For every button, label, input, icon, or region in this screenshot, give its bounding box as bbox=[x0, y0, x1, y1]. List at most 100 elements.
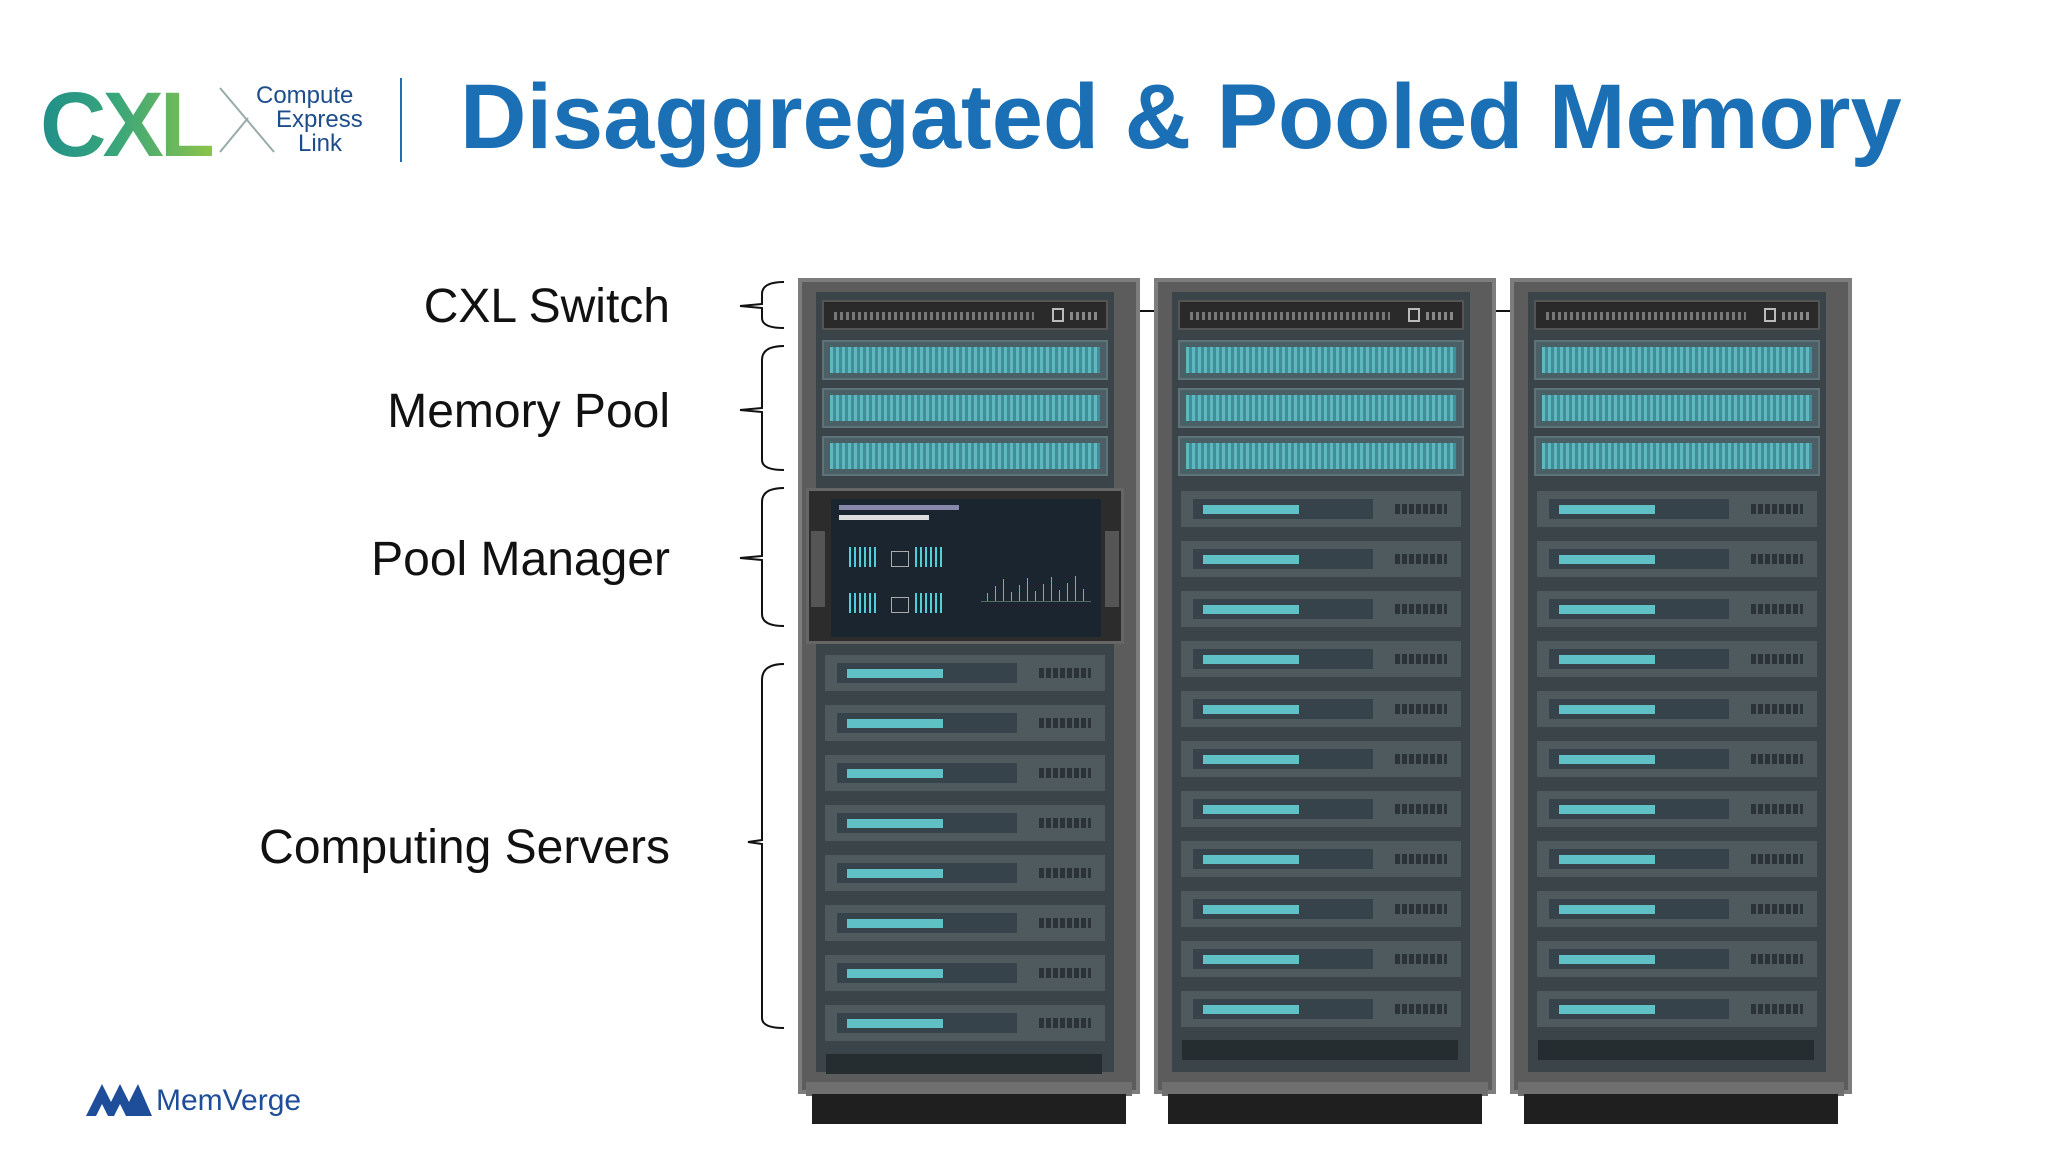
computing-server-unit bbox=[1178, 988, 1464, 1030]
screen-title bbox=[839, 515, 929, 520]
server-drive-bay bbox=[1193, 799, 1373, 819]
memory-pool-unit bbox=[1178, 340, 1464, 380]
computing-server-unit bbox=[1534, 538, 1820, 580]
header-divider bbox=[400, 78, 402, 162]
server-drive-bay bbox=[1549, 799, 1729, 819]
server-status-light bbox=[847, 869, 943, 878]
memory-pool-unit bbox=[1178, 436, 1464, 476]
computing-server-unit bbox=[822, 702, 1108, 744]
computing-server-unit bbox=[822, 852, 1108, 894]
memory-bar-group bbox=[915, 593, 945, 613]
memory-module-bank bbox=[1542, 347, 1812, 373]
server-status-light bbox=[1203, 655, 1299, 664]
server-status-light bbox=[1203, 605, 1299, 614]
memory-pool-unit bbox=[1178, 388, 1464, 428]
memory-pool-unit bbox=[1534, 436, 1820, 476]
server-vent bbox=[1751, 1004, 1803, 1014]
server-rack-3 bbox=[1510, 278, 1852, 1128]
server-status-light bbox=[1203, 905, 1299, 914]
rack-base bbox=[806, 1082, 1132, 1096]
server-vent bbox=[1751, 904, 1803, 914]
computing-server-unit bbox=[1178, 838, 1464, 880]
computing-server-unit bbox=[1178, 638, 1464, 680]
server-vent bbox=[1751, 954, 1803, 964]
server-vent bbox=[1751, 654, 1803, 664]
bracket-compute bbox=[747, 663, 785, 1029]
computing-server-unit bbox=[1534, 988, 1820, 1030]
pool-manager-monitor bbox=[806, 488, 1124, 644]
memory-bar-group bbox=[915, 547, 945, 567]
switch-port bbox=[1764, 308, 1776, 322]
cxl-switch-unit bbox=[822, 300, 1108, 330]
server-status-light bbox=[1203, 1005, 1299, 1014]
computing-server-unit bbox=[1178, 488, 1464, 530]
server-vent bbox=[1395, 904, 1447, 914]
pool-manager-screen bbox=[831, 499, 1101, 637]
server-status-light bbox=[1203, 505, 1299, 514]
label-computing-servers: Computing Servers bbox=[259, 821, 670, 874]
server-vent bbox=[1395, 1004, 1447, 1014]
server-vent bbox=[1395, 754, 1447, 764]
usage-spike bbox=[1059, 590, 1060, 601]
usage-spike bbox=[1035, 591, 1036, 601]
server-status-light bbox=[1559, 505, 1655, 514]
usage-spike bbox=[1019, 585, 1020, 601]
computing-server-unit bbox=[822, 652, 1108, 694]
server-drive-bay bbox=[1549, 699, 1729, 719]
cxl-logo-express: Express bbox=[276, 106, 363, 133]
server-status-light bbox=[1203, 805, 1299, 814]
label-memory-pool: Memory Pool bbox=[387, 385, 670, 438]
computing-server-unit bbox=[1178, 788, 1464, 830]
server-drive-bay bbox=[1193, 749, 1373, 769]
rack-interior bbox=[1528, 292, 1826, 1072]
cxl-logo-letters: CXL bbox=[40, 70, 216, 180]
memory-module-bank bbox=[1186, 347, 1456, 373]
server-vent bbox=[1039, 918, 1091, 928]
rack-interior bbox=[1172, 292, 1470, 1072]
memory-pool-unit bbox=[1534, 388, 1820, 428]
server-drive-bay bbox=[1193, 849, 1373, 869]
server-status-light bbox=[847, 969, 943, 978]
memory-pool-unit bbox=[1534, 340, 1820, 380]
usage-spike bbox=[995, 586, 996, 601]
server-rack-2 bbox=[1154, 278, 1496, 1128]
server-drive-bay bbox=[1193, 999, 1373, 1019]
server-status-light bbox=[1203, 855, 1299, 864]
cxl-switch-unit bbox=[1534, 300, 1820, 330]
bracket-pool bbox=[739, 487, 785, 627]
server-vent bbox=[1395, 504, 1447, 514]
server-status-light bbox=[1559, 1005, 1655, 1014]
usage-spike bbox=[1043, 584, 1044, 601]
server-drive-bay bbox=[1549, 499, 1729, 519]
server-drive-bay bbox=[1549, 949, 1729, 969]
memory-module-bank bbox=[830, 347, 1100, 373]
cxl-logo-link: Link bbox=[298, 130, 343, 157]
computing-server-unit bbox=[822, 902, 1108, 944]
memory-module-bank bbox=[830, 443, 1100, 469]
label-cxl-switch: CXL Switch bbox=[423, 280, 670, 333]
server-status-light bbox=[1203, 755, 1299, 764]
server-status-light bbox=[847, 919, 943, 928]
usage-spike bbox=[987, 593, 988, 601]
usage-spike bbox=[1011, 592, 1012, 601]
usage-spike bbox=[1083, 589, 1084, 601]
rack-bottom-plate bbox=[826, 1054, 1102, 1074]
server-drive-bay bbox=[837, 813, 1017, 833]
memory-module-bank bbox=[1186, 443, 1456, 469]
usage-spike bbox=[1075, 576, 1076, 601]
server-status-light bbox=[1559, 905, 1655, 914]
memory-pool-unit bbox=[822, 388, 1108, 428]
server-vent bbox=[1395, 604, 1447, 614]
computing-server-unit bbox=[1178, 688, 1464, 730]
server-vent bbox=[1039, 718, 1091, 728]
rack-bottom-plate bbox=[1182, 1040, 1458, 1060]
server-vent bbox=[1751, 854, 1803, 864]
server-vent bbox=[1395, 704, 1447, 714]
server-vent bbox=[1751, 704, 1803, 714]
computing-server-unit bbox=[1534, 888, 1820, 930]
computing-server-unit bbox=[1534, 588, 1820, 630]
computing-server-unit bbox=[1178, 938, 1464, 980]
cxl-logo: CXL Compute Express Link bbox=[40, 74, 400, 176]
page-title: Disaggregated & Pooled Memory bbox=[460, 66, 1902, 168]
server-vent bbox=[1039, 968, 1091, 978]
